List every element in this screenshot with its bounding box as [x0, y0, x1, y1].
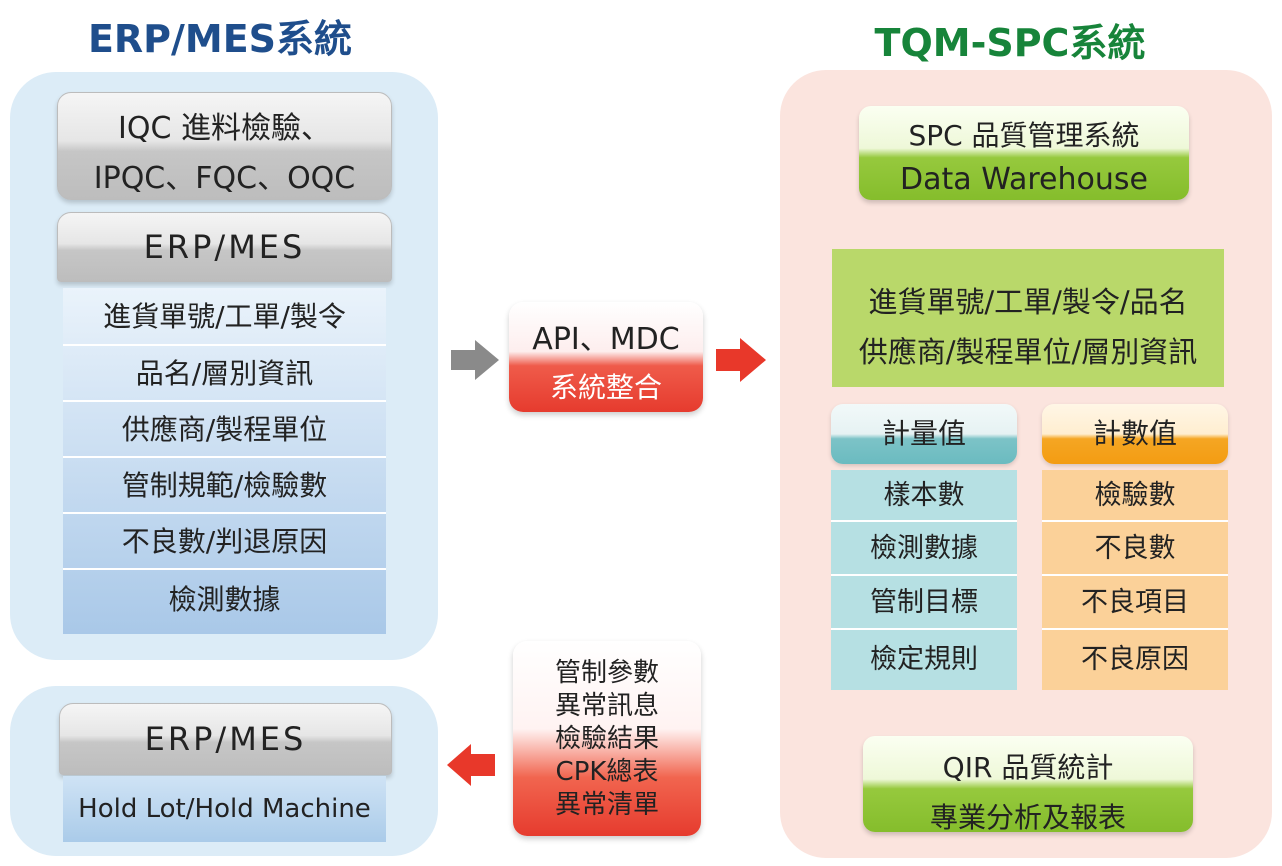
variable-item: 樣本數 [831, 470, 1017, 522]
red-arrow-left-icon [447, 744, 495, 786]
variable-header-label: 計量值 [881, 417, 966, 450]
attribute-item: 不良數 [1042, 522, 1228, 576]
attribute-item: 不良項目 [1042, 576, 1228, 630]
info-line1: 進貨單號/工單/製令/品名 [868, 285, 1188, 319]
api-mdc-box: API、MDC 系統整合 [509, 302, 703, 412]
qc-inspection-box: IQC 進料檢驗、 IPQC、FQC、OQC [57, 92, 392, 200]
erp-mes-bottom-header: ERP/MES [59, 703, 392, 775]
hold-text: Hold Lot/Hold Machine [78, 794, 371, 824]
qir-line1: QIR 品質統計 [942, 751, 1114, 784]
red-arrow-right-icon [716, 338, 766, 382]
field-row: 品名/層別資訊 [63, 346, 386, 402]
qir-box: QIR 品質統計 專業分析及報表 [863, 736, 1193, 834]
feedback-box: 管制參數 異常訊息 檢驗結果 CPK總表 異常清單 [513, 641, 701, 836]
variable-item: 檢定規則 [870, 644, 978, 675]
qc-line2: IPQC、FQC、OQC [93, 161, 356, 196]
spc-line2: Data Warehouse [900, 162, 1148, 197]
api-line1: API、MDC [532, 322, 680, 357]
attribute-list: 檢驗數 不良數 不良項目 不良原因 [1042, 470, 1228, 690]
feedback-item: CPK總表 [555, 757, 659, 787]
gray-arrow-icon [451, 340, 499, 380]
tqm-spc-title: TQM-SPC系統 [874, 21, 1146, 65]
attribute-header: 計數值 [1042, 404, 1228, 464]
erp-field-list: 進貨單號/工單/製令 品名/層別資訊 供應商/製程單位 管制規範/檢驗數 不良數… [63, 288, 386, 634]
spc-box: SPC 品質管理系統 Data Warehouse [859, 106, 1189, 200]
variable-list: 樣本數 檢測數據 管制目標 檢定規則 [831, 470, 1017, 690]
attribute-header-label: 計數值 [1092, 417, 1177, 450]
feedback-item: 檢驗結果 [554, 724, 659, 754]
tqm-panel [780, 70, 1272, 858]
feedback-item: 異常訊息 [554, 691, 659, 721]
field-row: 管制規範/檢驗數 [63, 458, 386, 514]
field-row: 供應商/製程單位 [63, 402, 386, 458]
info-line2: 供應商/製程單位/層別資訊 [858, 335, 1198, 369]
feedback-item: 管制參數 [554, 658, 659, 688]
erp-mes-bottom-label: ERP/MES [144, 720, 307, 758]
feedback-item: 異常清單 [554, 790, 659, 820]
erp-mes-header-label: ERP/MES [143, 228, 306, 266]
hold-box: Hold Lot/Hold Machine [63, 776, 386, 842]
erp-mes-header: ERP/MES [57, 212, 392, 282]
field-row: 檢測數據 [168, 583, 281, 616]
erp-mes-title: ERP/MES系統 [87, 17, 353, 61]
attribute-item: 不良原因 [1081, 644, 1189, 675]
variable-header: 計量值 [831, 404, 1017, 464]
qc-line1: IQC 進料檢驗、 [118, 111, 331, 146]
info-box: 進貨單號/工單/製令/品名 供應商/製程單位/層別資訊 [832, 249, 1224, 387]
field-row: 不良數/判退原因 [63, 514, 386, 570]
field-row: 進貨單號/工單/製令 [63, 288, 386, 346]
variable-item: 檢測數據 [831, 522, 1017, 576]
qir-line2: 專業分析及報表 [929, 801, 1126, 834]
variable-item: 管制目標 [831, 576, 1017, 630]
spc-line1: SPC 品質管理系統 [908, 119, 1140, 152]
attribute-item: 檢驗數 [1042, 470, 1228, 522]
api-line2: 系統整合 [549, 371, 662, 404]
